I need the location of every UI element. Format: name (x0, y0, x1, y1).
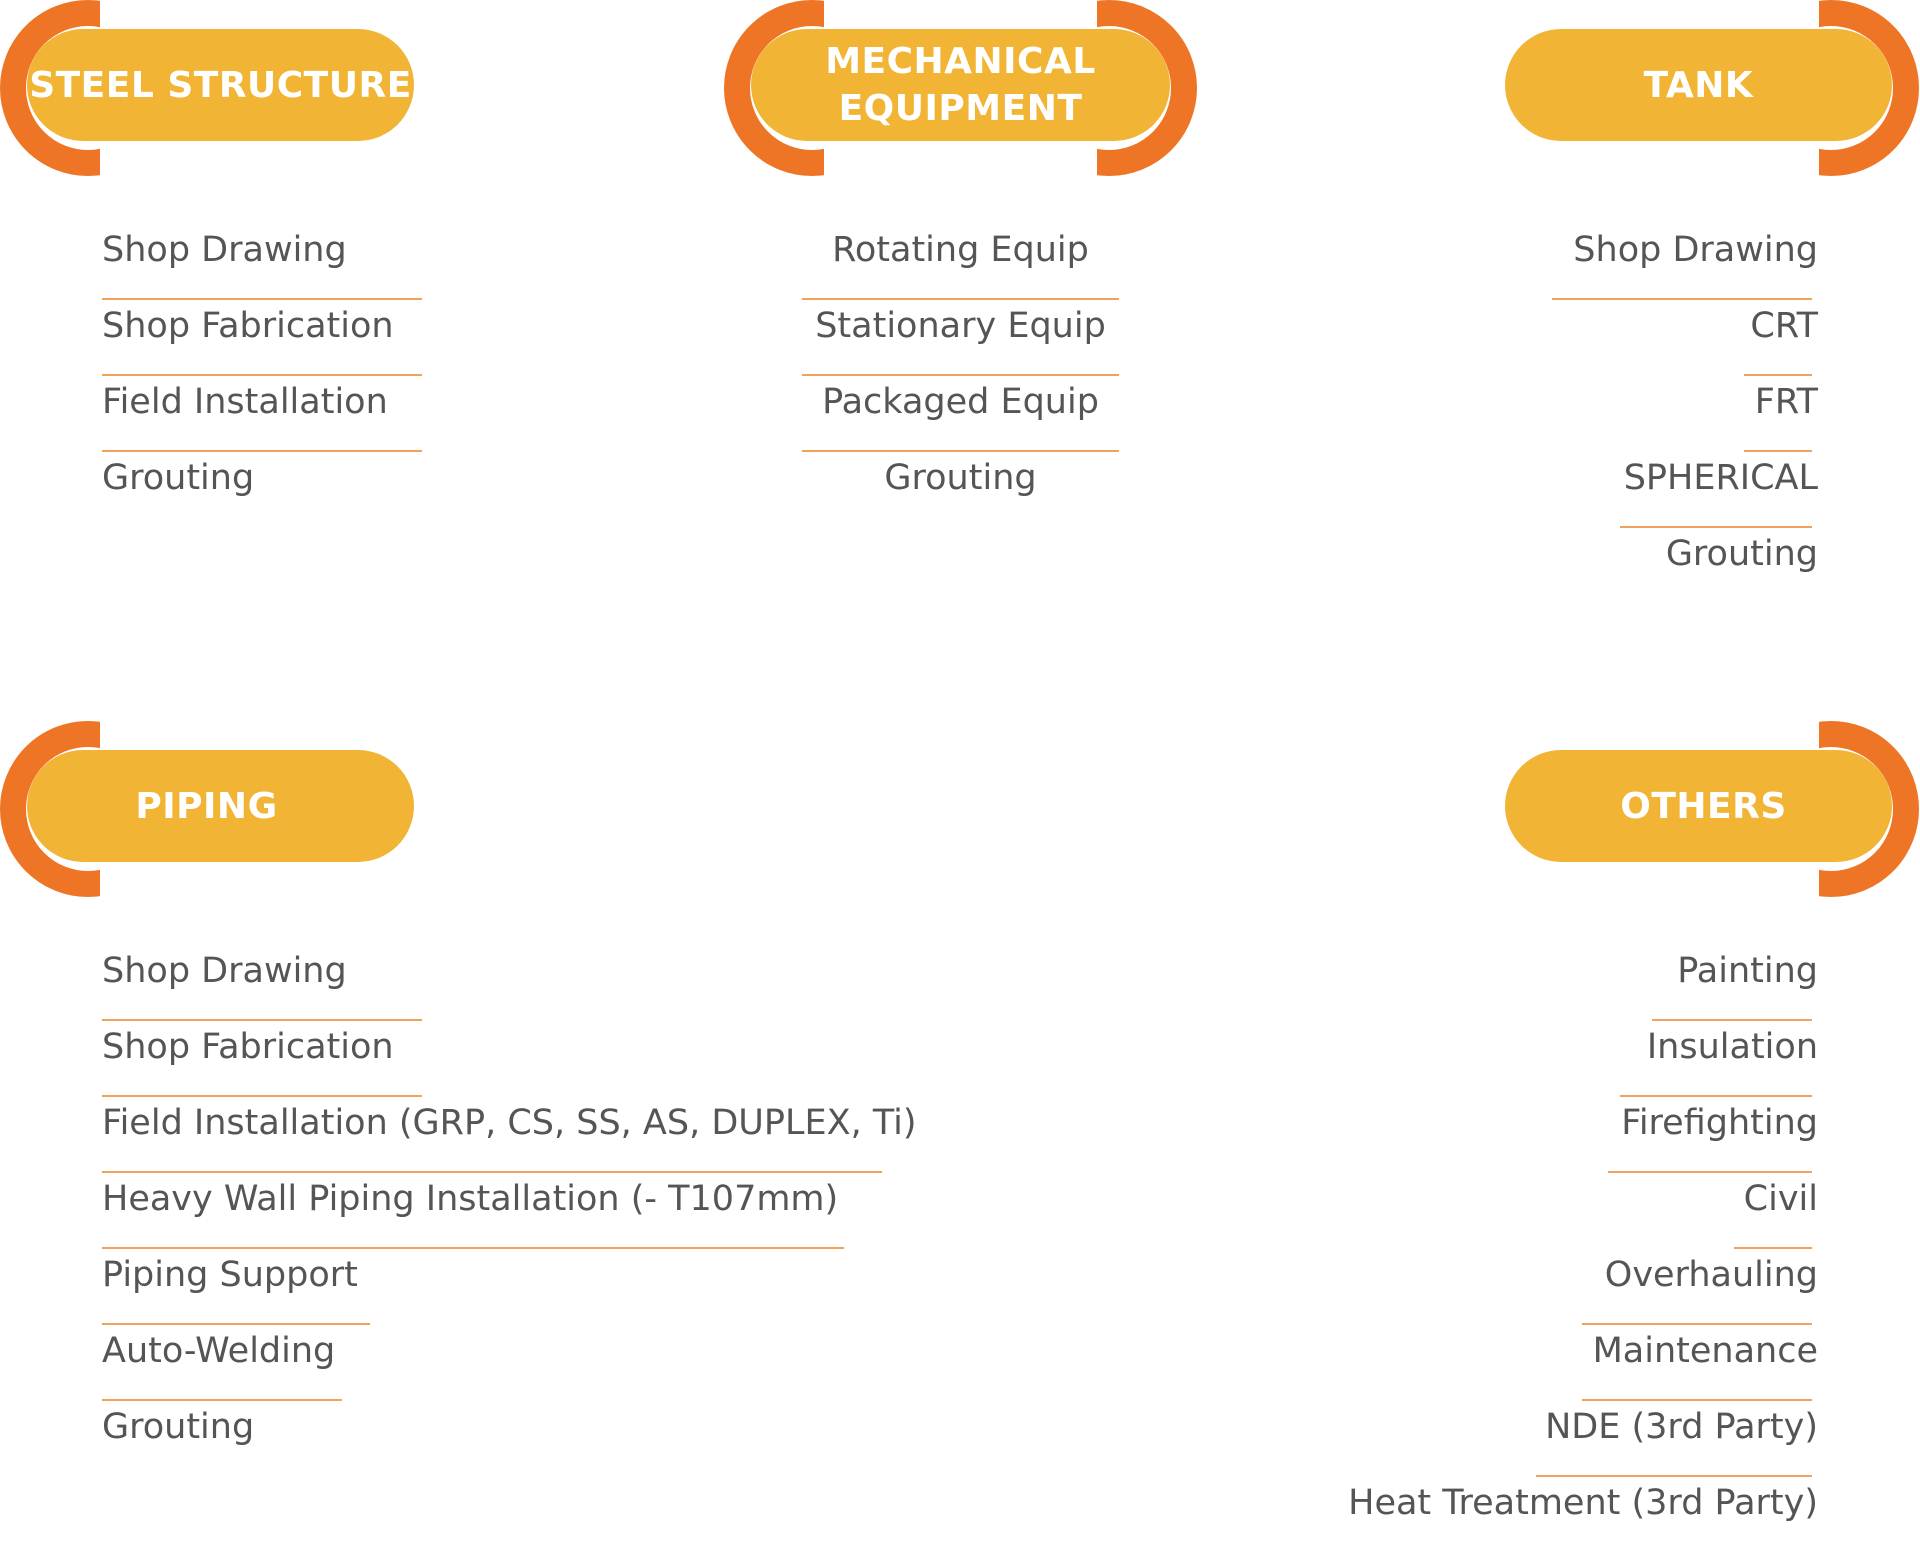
category-title: PIPING (135, 785, 278, 827)
list-item: Field Installation (GRP, CS, SS, AS, DUP… (102, 1097, 917, 1173)
list-item: Firefighting (1258, 1097, 1818, 1173)
category-pill: MECHANICAL EQUIPMENT (751, 29, 1170, 141)
list-item: Painting (1258, 945, 1818, 1021)
item-list: Shop Drawing CRT FRT SPHERICAL Grouting (1478, 224, 1818, 604)
category-header: STEEL STRUCTURE (0, 0, 441, 176)
list-item: Auto-Welding (102, 1325, 917, 1401)
category-title: STEEL STRUCTURE (29, 64, 412, 106)
category-mechanical-equipment: MECHANICAL EQUIPMENT Rotating Equip Stat… (724, 0, 1197, 560)
list-item: FRT (1478, 376, 1818, 452)
list-item: Grouting (102, 458, 255, 498)
category-header: PIPING (0, 721, 441, 897)
category-steel-structure: STEEL STRUCTURE Shop Drawing Shop Fabric… (0, 0, 700, 560)
category-title: OTHERS (1620, 785, 1787, 827)
category-others: OTHERS Painting Insulation Firefighting … (1240, 721, 1920, 1523)
item-list: Painting Insulation Firefighting Civil O… (1258, 945, 1818, 1553)
category-title: MECHANICAL EQUIPMENT (825, 41, 1096, 129)
category-pill: OTHERS (1505, 750, 1892, 862)
list-item: Maintenance (1258, 1325, 1818, 1401)
item-list: Shop Drawing Shop Fabrication Field Inst… (102, 224, 422, 528)
list-item: Piping Support (102, 1249, 917, 1325)
list-item: Shop Drawing (1478, 224, 1818, 300)
list-item: Shop Drawing (102, 224, 422, 300)
list-item: Civil (1258, 1173, 1818, 1249)
category-pill: TANK (1505, 29, 1892, 141)
item-list: Shop Drawing Shop Fabrication Field Inst… (102, 945, 917, 1477)
list-item: Packaged Equip (802, 376, 1119, 452)
list-item: Overhauling (1258, 1249, 1818, 1325)
category-tank: TANK Shop Drawing CRT FRT SPHERICAL Grou… (1300, 0, 1920, 620)
list-item: Grouting (884, 458, 1037, 498)
item-list: Rotating Equip Stationary Equip Packaged… (802, 224, 1119, 528)
category-title: TANK (1643, 64, 1754, 106)
list-item: Shop Fabrication (102, 300, 422, 376)
list-item: Stationary Equip (802, 300, 1119, 376)
list-item: Shop Fabrication (102, 1021, 917, 1097)
category-pill: STEEL STRUCTURE (27, 29, 414, 141)
list-item: Rotating Equip (802, 224, 1119, 300)
category-header: TANK (1478, 0, 1919, 176)
category-header: MECHANICAL EQUIPMENT (724, 0, 1197, 176)
category-pill: PIPING (27, 750, 414, 862)
list-item: Heavy Wall Piping Installation (- T107mm… (102, 1173, 917, 1249)
category-header: OTHERS (1478, 721, 1919, 897)
list-item: Heat Treatment (3rd Party) (1348, 1483, 1818, 1523)
list-item: Shop Drawing (102, 945, 917, 1021)
list-item: Field Installation (102, 376, 422, 452)
list-item: Insulation (1258, 1021, 1818, 1097)
list-item: Grouting (1665, 534, 1818, 574)
list-item: Grouting (102, 1407, 255, 1447)
category-piping: PIPING Shop Drawing Shop Fabrication Fie… (0, 721, 960, 1501)
list-item: NDE (3rd Party) (1258, 1401, 1818, 1477)
list-item: SPHERICAL (1478, 452, 1818, 528)
list-item: CRT (1478, 300, 1818, 376)
